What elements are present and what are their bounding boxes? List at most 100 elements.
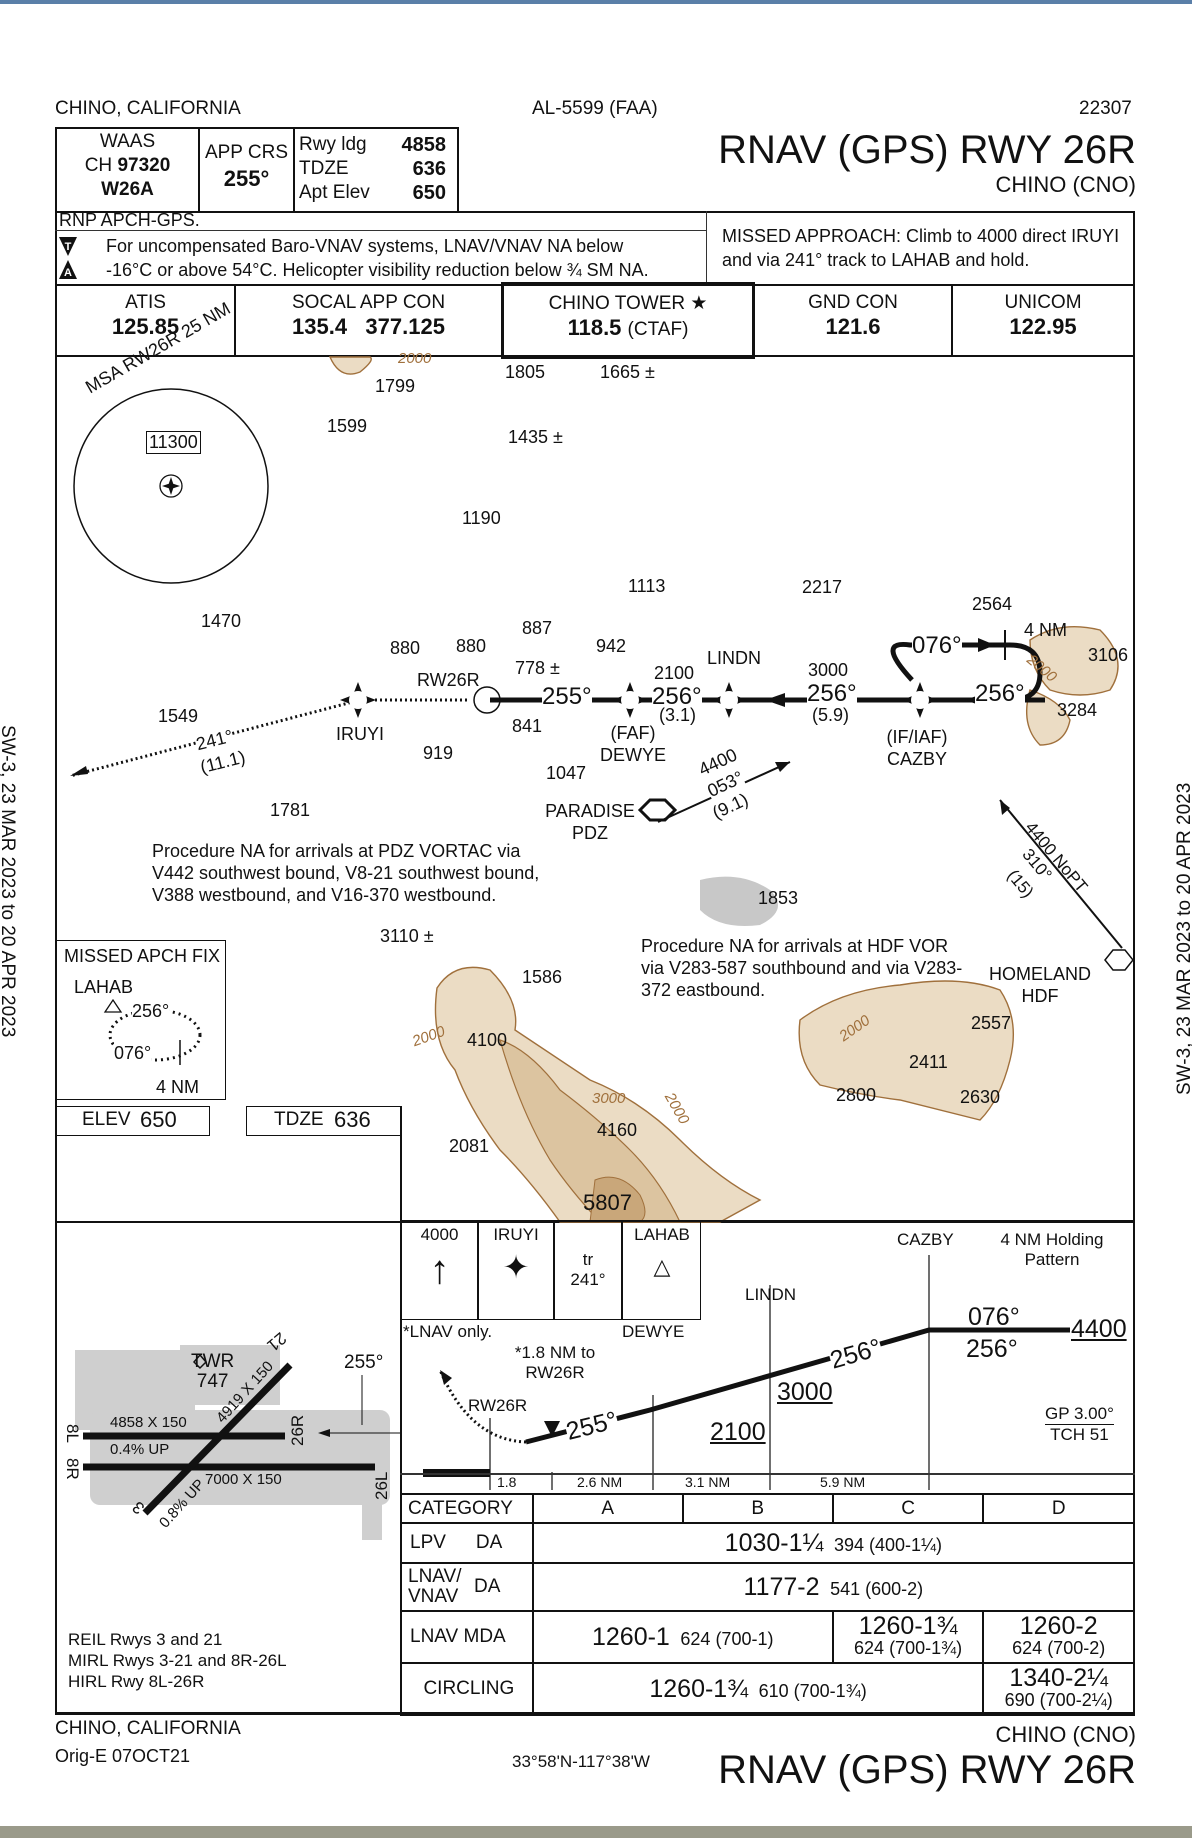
leg-distance: (5.9) bbox=[812, 705, 850, 725]
tdze-value: 636 bbox=[334, 1107, 371, 1132]
obstacle: 1435 ± bbox=[508, 427, 563, 447]
hold-outbound: 076° bbox=[912, 632, 962, 660]
rwy-label-8r: 8R bbox=[63, 1458, 82, 1480]
rwy-values: 4858 636 650 bbox=[394, 133, 447, 205]
chart-id: AL-5599 (FAA) bbox=[532, 98, 658, 119]
minima-header: C bbox=[831, 1493, 985, 1524]
comm-label: GND CON bbox=[808, 292, 898, 313]
obstacle: 1586 bbox=[522, 967, 563, 987]
obstacle: 1799 bbox=[375, 376, 416, 396]
obstacle: 919 bbox=[423, 743, 454, 763]
validity-right: SW-3, 23 MAR 2023 to 20 APR 2023 bbox=[1174, 782, 1192, 1095]
window-bottom-strip bbox=[0, 1826, 1192, 1838]
lnav-only-note: *LNAV only. bbox=[403, 1322, 493, 1341]
note-line-2: -16°C or above 54°C. Helicopter visibili… bbox=[106, 260, 649, 280]
minima-main: 1260-1¾ bbox=[858, 1612, 958, 1640]
fix-dewye[interactable]: (FAF) DEWYE bbox=[598, 722, 668, 766]
missed-fix-iruyi: IRUYI✦ bbox=[479, 1225, 553, 1289]
fix-name: CAZBY bbox=[886, 749, 947, 769]
missed-climb: 4000↑ bbox=[402, 1225, 477, 1295]
pdz-na-note: Procedure NA for arrivals at PDZ VORTAC … bbox=[152, 841, 540, 905]
fix-cazby[interactable]: (IF/IAF) CAZBY bbox=[872, 726, 962, 770]
obstacle: 880 bbox=[456, 636, 487, 656]
leg-course: 256° bbox=[652, 683, 702, 711]
rwy-label-8l: 8L bbox=[63, 1424, 82, 1443]
profile-hold-in: 256° bbox=[966, 1335, 1018, 1363]
rwy-labels: Rwy ldg TDZE Apt Elev bbox=[299, 133, 370, 205]
tdze-label: TDZE bbox=[299, 158, 349, 179]
apt-elev-value: 650 bbox=[412, 182, 446, 204]
divider bbox=[553, 1220, 555, 1320]
fix-lindn[interactable]: LINDN bbox=[707, 648, 762, 668]
missed-hold-length: 4 NM bbox=[156, 1077, 200, 1097]
navaid-name: HOMELAND bbox=[988, 964, 1091, 984]
approach-type: LPV bbox=[410, 1532, 446, 1553]
missed-fix-lahab: LAHAB△ bbox=[623, 1225, 701, 1289]
profile-alt-dewye: 2100 bbox=[710, 1418, 766, 1446]
obstacle: 3110 ± bbox=[380, 926, 434, 946]
minima-sub: 624 (700-1) bbox=[680, 1628, 774, 1649]
obstacle: 3106 bbox=[1088, 645, 1129, 665]
tower-highlight bbox=[501, 282, 755, 359]
vdp-note: *1.8 NM to RW26R bbox=[514, 1343, 596, 1382]
apt-elev-label: Apt Elev bbox=[299, 182, 370, 203]
minima-sub: 610 (700-1¾) bbox=[758, 1680, 867, 1701]
obstacle: 4100 bbox=[467, 1030, 508, 1050]
fix-iruyi[interactable]: IRUYI bbox=[336, 724, 385, 744]
profile-cazby: CAZBY bbox=[897, 1230, 954, 1249]
final-course: 255° bbox=[542, 683, 592, 711]
obstacle: 1805 bbox=[505, 362, 546, 382]
lighting-notes: REIL Rwys 3 and 21 MIRL Rwys 3-21 and 8R… bbox=[68, 1629, 287, 1692]
minima-header: CATEGORY bbox=[400, 1493, 534, 1524]
header-location: CHINO, CALIFORNIA bbox=[55, 98, 241, 119]
leg-distance: (3.1) bbox=[659, 705, 697, 725]
tower-label: TWR 747 bbox=[191, 1352, 234, 1392]
fix-name: LAHAB bbox=[634, 1225, 690, 1244]
tower-icon bbox=[192, 1353, 208, 1370]
footer-amendment: Orig-E 07OCT21 bbox=[55, 1746, 191, 1766]
obstacle: 1190 bbox=[462, 508, 501, 528]
divider bbox=[706, 211, 707, 286]
footer-coordinates: 33°58'N-117°38'W bbox=[512, 1752, 650, 1771]
missed-approach-text: MISSED APPROACH: Climb to 4000 direct IR… bbox=[722, 226, 1120, 270]
comm-freq: 125.85 bbox=[111, 314, 180, 339]
navaid-id: PDZ bbox=[572, 823, 608, 843]
minima-type: DA bbox=[474, 1576, 501, 1598]
divider bbox=[621, 1220, 623, 1320]
ch-label: CH bbox=[84, 155, 113, 176]
rwy-8l-gradient: 0.4% UP bbox=[110, 1441, 170, 1458]
ctaf-label: (CTAF) bbox=[627, 319, 689, 340]
lighting-note: MIRL Rwys 3-21 and 8R-26L bbox=[68, 1651, 287, 1670]
lighting-note: HIRL Rwy 8L-26R bbox=[68, 1672, 205, 1691]
obstacle: 880 bbox=[390, 638, 421, 658]
missed-fix-name[interactable]: LAHAB bbox=[74, 977, 134, 997]
table-bottom-border bbox=[55, 1712, 1135, 1715]
obstacle: 1470 bbox=[201, 611, 242, 631]
obstacle: 942 bbox=[596, 636, 627, 656]
comm-tower[interactable]: CHINO TOWER ★118.5 (CTAF) bbox=[504, 292, 752, 341]
lighting-note: REIL Rwys 3 and 21 bbox=[68, 1630, 223, 1649]
obstacle: 2800 bbox=[836, 1085, 877, 1105]
minima-value: 1260-1 624 (700-1) bbox=[531, 1610, 834, 1664]
minima-type: DA bbox=[475, 1532, 503, 1553]
comm-label: SOCAL APP CON bbox=[291, 292, 446, 313]
fix-rw26r[interactable]: RW26R bbox=[417, 670, 480, 690]
minima-main: 1030-1¼ bbox=[724, 1528, 824, 1557]
minima-sub: 690 (700-2¼) bbox=[1004, 1690, 1113, 1710]
minima-value: 1177-2 541 (600-2) bbox=[531, 1562, 1136, 1612]
header-airport: CHINO (CNO) bbox=[995, 172, 1136, 197]
obstacle-highest: 5807 bbox=[583, 1190, 632, 1215]
obstacle: 4160 bbox=[597, 1120, 638, 1140]
minima-sub: 624 (700-1¾) bbox=[854, 1638, 963, 1658]
profile-rw26r: RW26R bbox=[468, 1396, 528, 1415]
navaid-paradise[interactable]: PARADISE PDZ bbox=[540, 800, 640, 844]
navaid-homeland[interactable]: HOMELAND HDF bbox=[985, 963, 1095, 1007]
